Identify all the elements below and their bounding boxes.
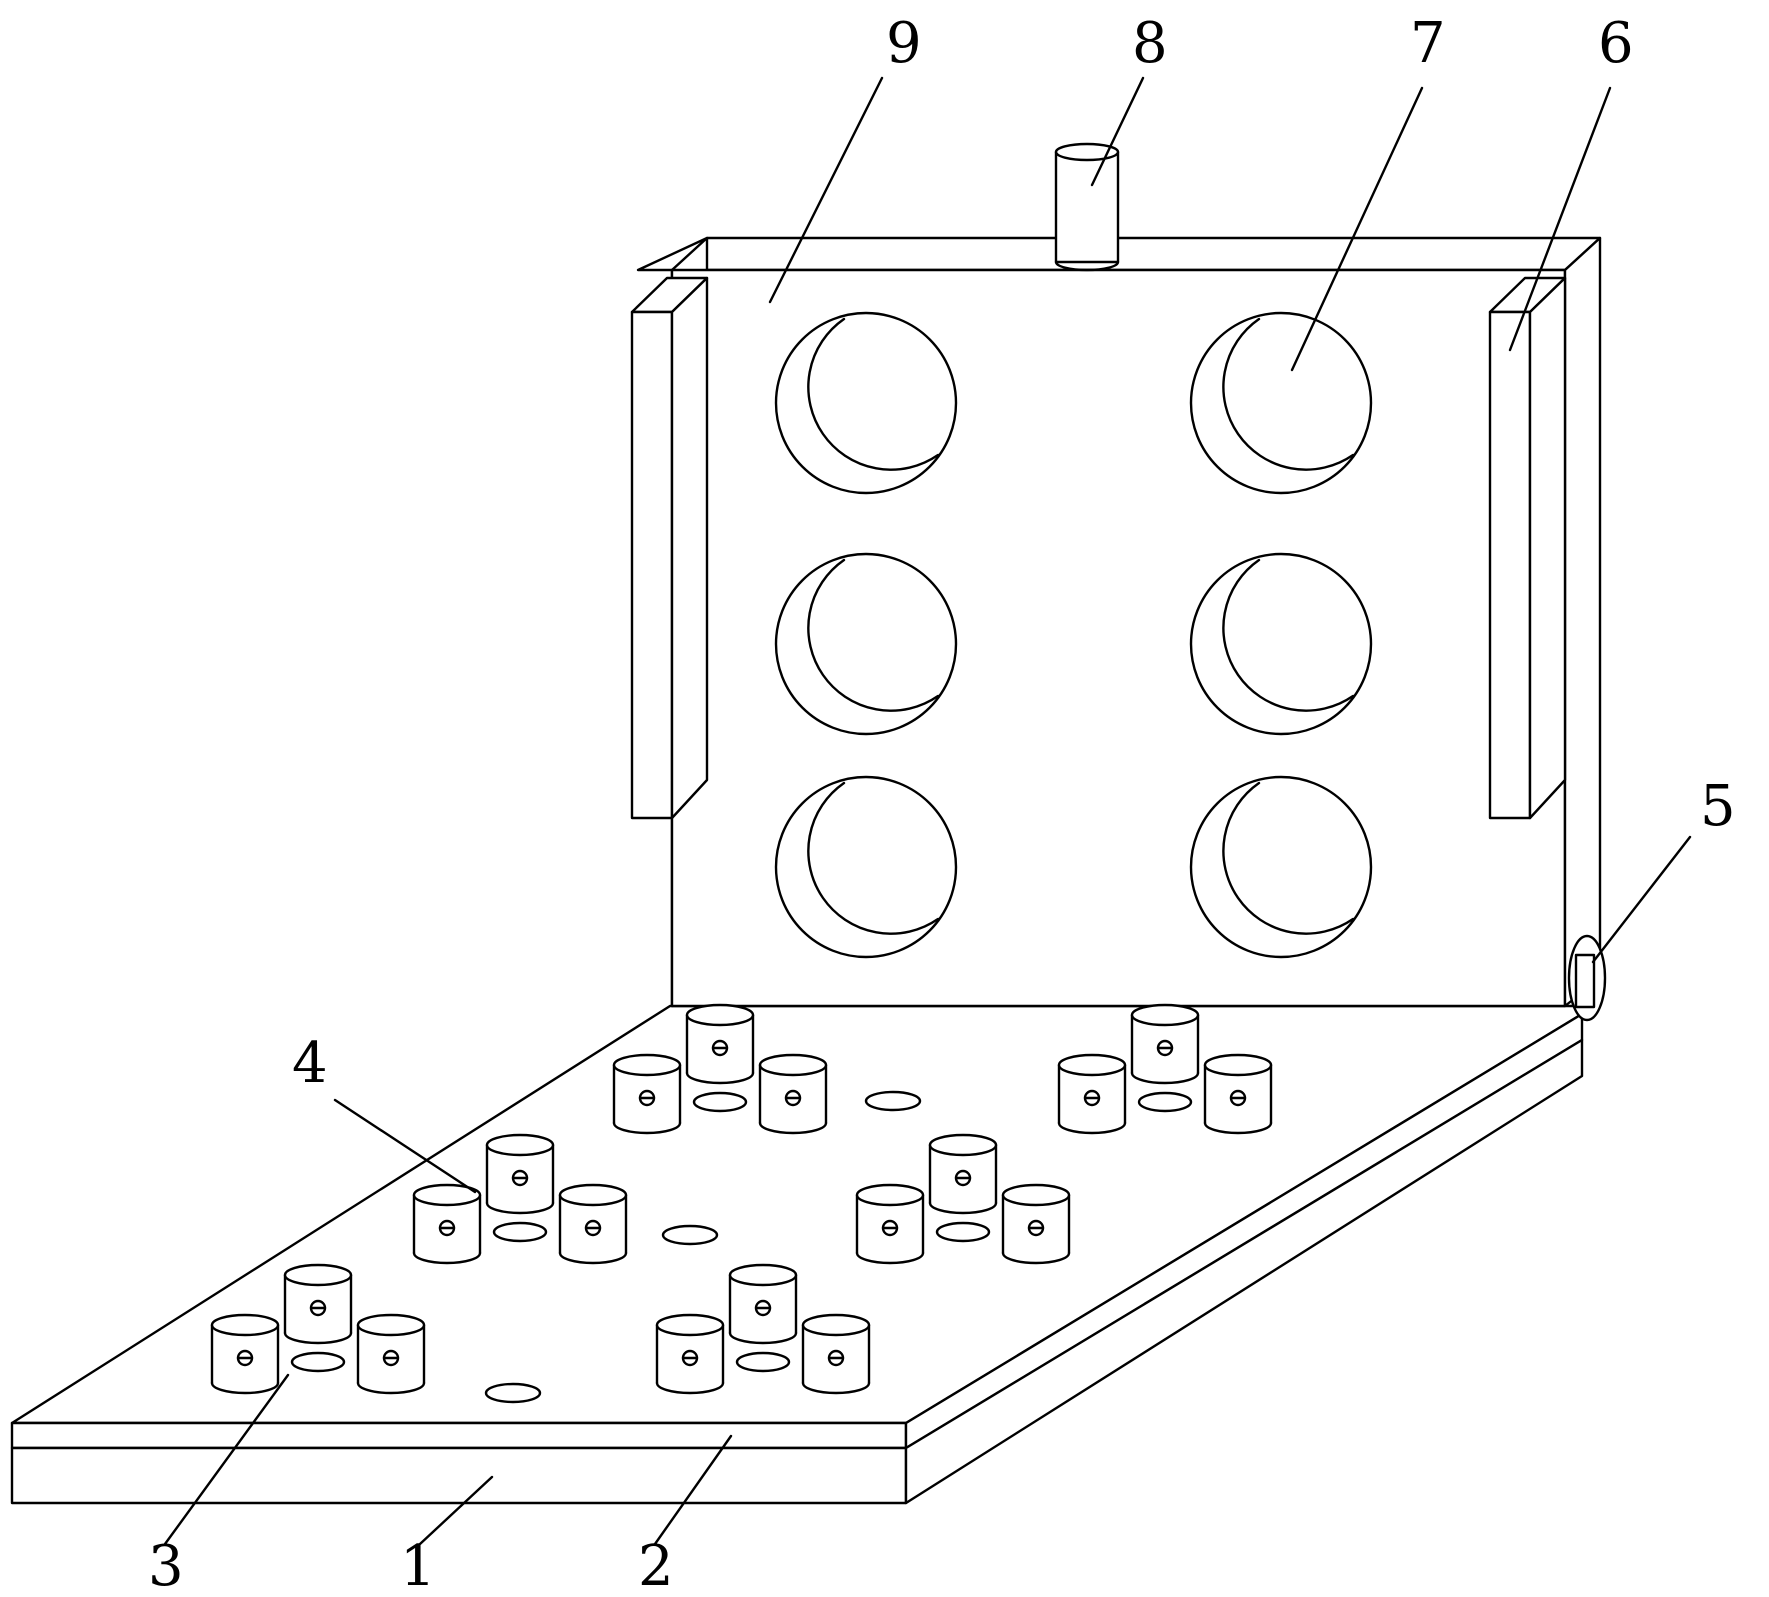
label-1: 1 xyxy=(400,1534,436,1597)
slot-2 xyxy=(663,1226,717,1244)
cluster-slot xyxy=(737,1353,789,1371)
side-rail-left xyxy=(632,278,707,818)
label-8: 8 xyxy=(1132,11,1168,76)
peg-cylinder xyxy=(285,1265,351,1343)
label-3: 3 xyxy=(148,1534,184,1597)
cluster-slot xyxy=(937,1223,989,1241)
peg-cylinder xyxy=(1059,1055,1125,1133)
peg-cylinder xyxy=(358,1315,424,1393)
hole-1 xyxy=(776,313,956,493)
hinge xyxy=(1569,936,1605,1020)
cluster-slot xyxy=(694,1093,746,1111)
label-6: 6 xyxy=(1598,11,1634,76)
label-9: 9 xyxy=(886,11,922,76)
side-rail-right xyxy=(1490,278,1565,818)
label-2: 2 xyxy=(638,1534,674,1597)
peg-cylinder xyxy=(760,1055,826,1133)
label-7: 7 xyxy=(1410,11,1446,76)
hole-5 xyxy=(776,777,956,957)
peg-cylinder xyxy=(487,1135,553,1213)
hole-4 xyxy=(1191,554,1371,734)
slot-3 xyxy=(486,1384,540,1402)
label-4: 4 xyxy=(292,1031,328,1096)
hole-6 xyxy=(1191,777,1371,957)
peg-cylinder xyxy=(687,1005,753,1083)
peg-cylinder xyxy=(560,1185,626,1263)
slot-1 xyxy=(866,1092,920,1110)
label-5: 5 xyxy=(1700,774,1736,839)
peg-cylinder xyxy=(212,1315,278,1393)
hole-3 xyxy=(776,554,956,734)
peg-cylinder xyxy=(614,1055,680,1133)
peg-cylinder xyxy=(1205,1055,1271,1133)
peg-cylinder xyxy=(1132,1005,1198,1083)
peg-cylinder xyxy=(803,1315,869,1393)
hole-2 xyxy=(1191,313,1371,493)
cluster-slot xyxy=(494,1223,546,1241)
cluster-slot xyxy=(1139,1093,1191,1111)
top-post xyxy=(1056,144,1118,270)
peg-cylinder xyxy=(414,1185,480,1263)
peg-cylinder xyxy=(857,1185,923,1263)
peg-cylinder xyxy=(1003,1185,1069,1263)
cluster-slot xyxy=(292,1353,344,1371)
peg-cylinder xyxy=(730,1265,796,1343)
peg-cylinder xyxy=(657,1315,723,1393)
peg-cylinder xyxy=(930,1135,996,1213)
